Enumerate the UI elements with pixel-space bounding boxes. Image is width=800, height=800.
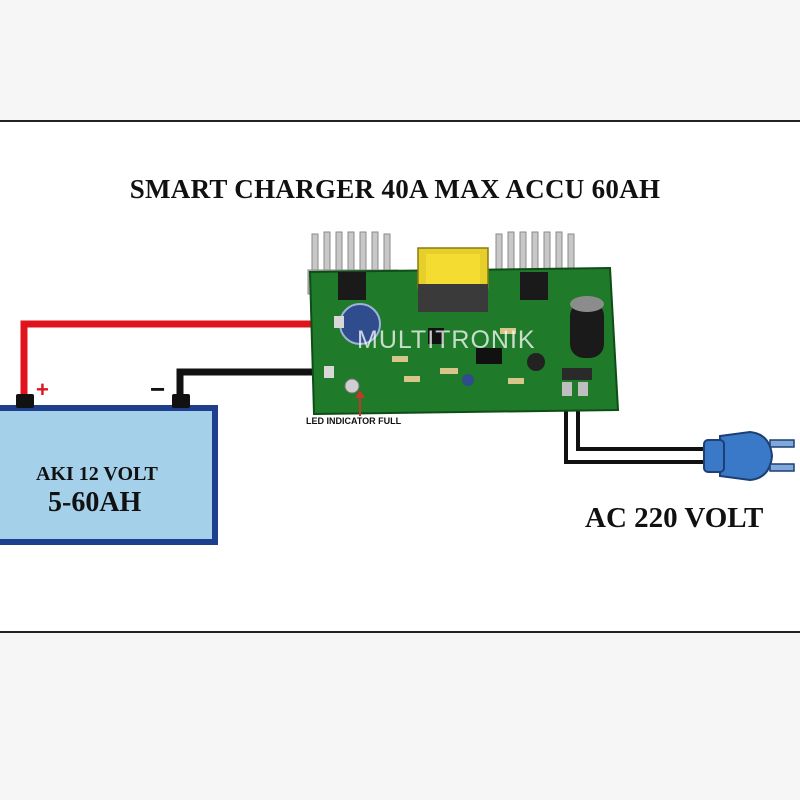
transformer [417,247,489,312]
battery: AKI 12 VOLT 5-60AH [0,405,218,545]
plus-sign: + [36,377,49,402]
ac-voltage-label: AC 220 VOLT [585,502,764,534]
battery-negative-terminal [172,394,190,408]
negative-wire [176,368,328,404]
ac-plug-icon [703,430,795,482]
ac-wire-2 [576,396,730,451]
led-indicator-arrow-icon [355,390,365,416]
positive-wire [20,320,340,406]
wiring [20,320,795,482]
ac-wire-1 [564,396,730,464]
diagram-panel: SMART CHARGER 40A MAX ACCU 60AH [0,120,800,633]
led-indicator-label: LED INDICATOR FULL [306,416,402,426]
battery-voltage-label: AKI 12 VOLT [36,463,158,485]
minus-sign: − [150,374,166,404]
battery-capacity-label: 5-60AH [48,487,142,518]
battery-positive-terminal [16,394,34,408]
diagram-title: SMART CHARGER 40A MAX ACCU 60AH [129,174,661,204]
board-brand: MULTITRONIK [357,326,536,354]
pcb-board [307,231,620,415]
